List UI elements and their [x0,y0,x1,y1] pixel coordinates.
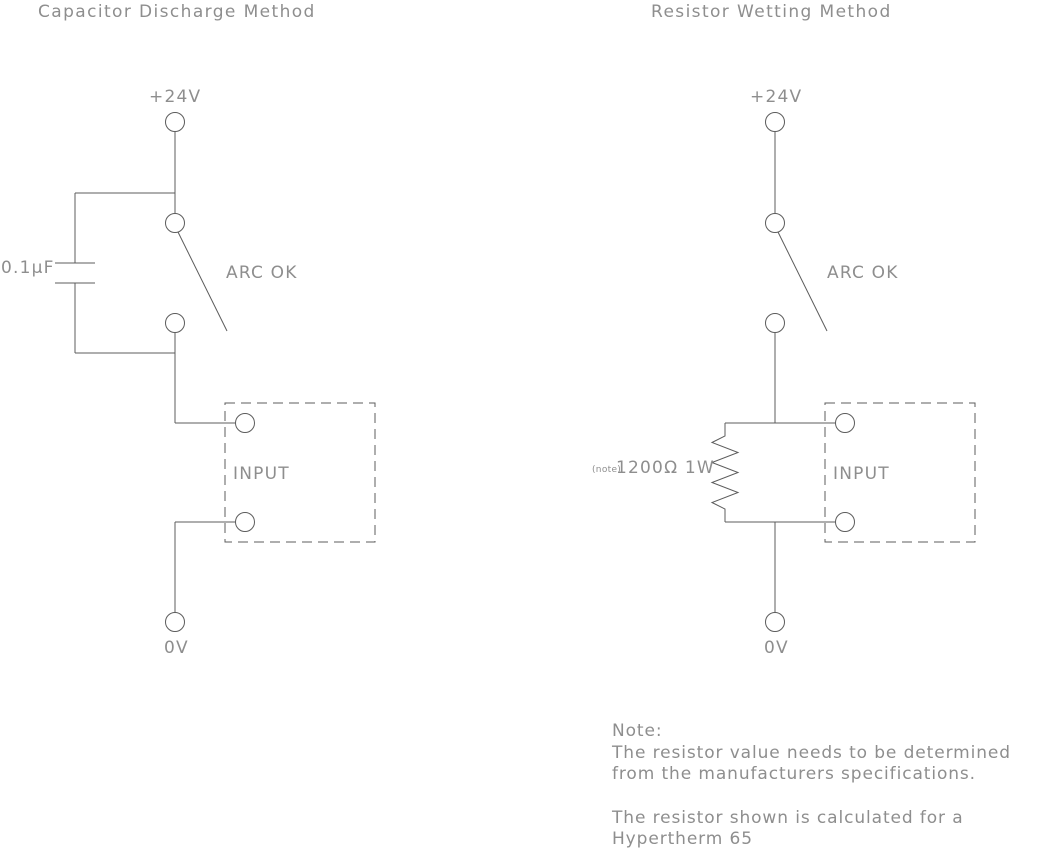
note-heading: Note: [612,721,663,741]
switch-contact-circle [165,313,185,333]
ground-terminal-circle [765,612,785,632]
switch-contact-circle [765,213,785,233]
resistor-wetting-circuit [710,112,976,632]
note-line: from the manufacturers specifications. [612,764,976,784]
note-block: Note: The resistor value needs to be det… [612,721,1011,851]
left-switch-label: ARC OK [226,263,298,283]
left-supply-label: +24V [149,87,202,107]
capacitor-value-label: 0.1µF [1,258,55,278]
switch-blade [777,231,828,332]
right-supply-label: +24V [750,87,803,107]
input-terminal-circle [835,512,855,532]
input-terminal-circle [235,512,255,532]
right-diagram-title: Resistor Wetting Method [651,2,892,22]
resistor-zigzag [710,423,740,522]
left-input-label: INPUT [233,464,290,484]
input-terminal-circle [235,413,255,433]
right-ground-label: 0V [764,638,789,658]
input-terminal-circle [835,413,855,433]
note-line: Hypertherm 65 [612,829,753,849]
supply-terminal-circle [165,112,185,132]
resistor-value-label: 1200Ω 1W [616,458,715,478]
supply-terminal-circle [765,112,785,132]
capacitor-discharge-circuit [55,112,376,632]
ground-terminal-circle [165,612,185,632]
switch-contact-circle [165,213,185,233]
right-input-label: INPUT [833,464,890,484]
left-diagram-title: Capacitor Discharge Method [38,2,316,22]
switch-contact-circle [765,313,785,333]
note-line: The resistor value needs to be determine… [612,742,1011,763]
note-line: The resistor shown is calculated for a [612,807,964,828]
resistor-note-ref: (note) [592,465,622,475]
switch-blade [177,231,228,332]
left-ground-label: 0V [164,638,189,658]
right-switch-label: ARC OK [827,263,899,283]
